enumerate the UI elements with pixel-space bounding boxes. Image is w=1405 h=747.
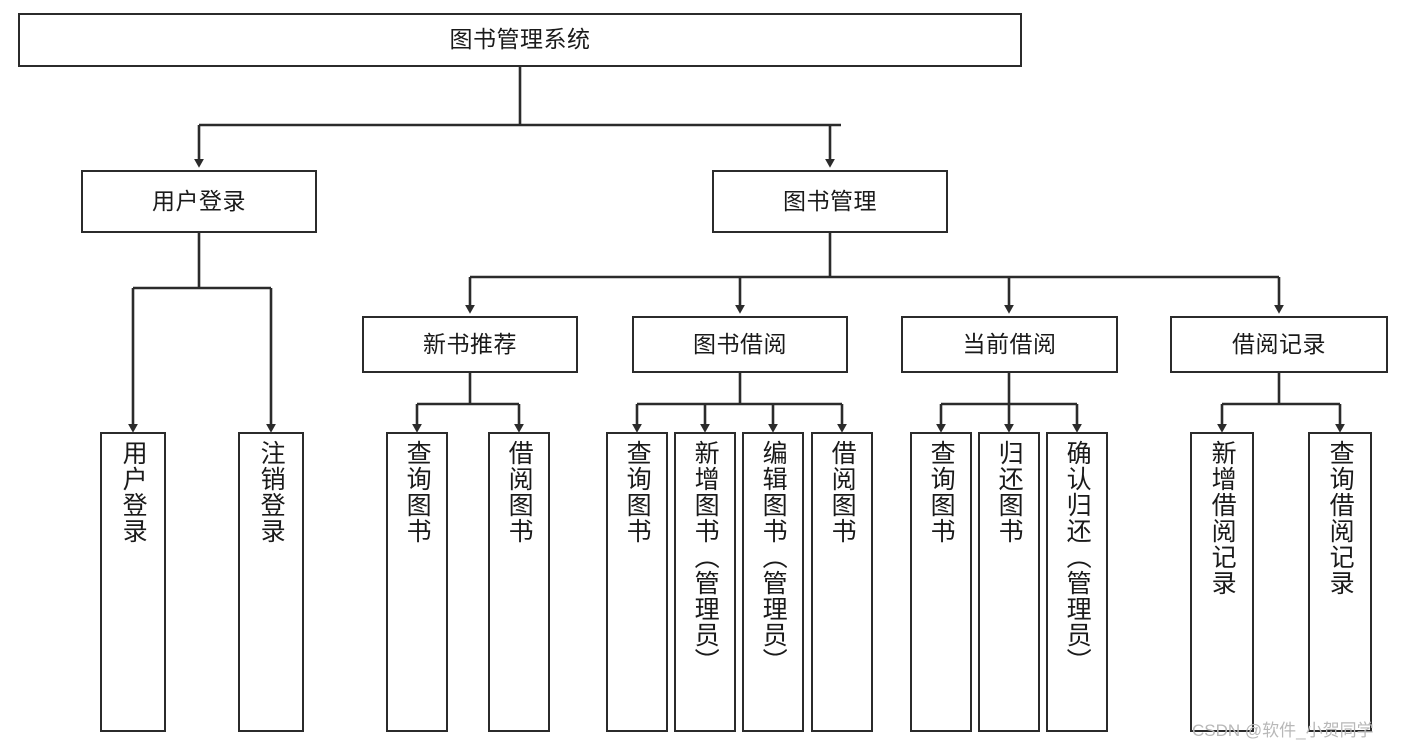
node-leaf-query-record-label: 查询借阅记录 bbox=[1326, 440, 1355, 596]
node-leaf-query-book-2[interactable]: 查询图书 bbox=[606, 432, 668, 732]
node-leaf-query-book-3[interactable]: 查询图书 bbox=[910, 432, 972, 732]
node-leaf-user-logout-label: 注销登录 bbox=[257, 440, 286, 544]
node-new-book-recommend[interactable]: 新书推荐 bbox=[362, 316, 578, 373]
node-leaf-query-book-2-label: 查询图书 bbox=[623, 440, 652, 544]
node-leaf-return-book[interactable]: 归还图书 bbox=[978, 432, 1040, 732]
node-new-book-recommend-label: 新书推荐 bbox=[423, 330, 517, 357]
node-borrow-record-label: 借阅记录 bbox=[1232, 330, 1326, 357]
csdn-watermark: CSDN @软件_小贺同学 bbox=[1192, 721, 1374, 740]
node-current-borrow[interactable]: 当前借阅 bbox=[901, 316, 1118, 373]
node-root-label: 图书管理系统 bbox=[449, 26, 591, 53]
node-leaf-query-book-3-label: 查询图书 bbox=[927, 440, 956, 544]
node-leaf-user-login-label: 用户登录 bbox=[119, 440, 148, 544]
node-leaf-confirm-return[interactable]: 确认归还（管理员） bbox=[1046, 432, 1108, 732]
node-user-login[interactable]: 用户登录 bbox=[81, 170, 317, 233]
node-leaf-borrow-book-1-label: 借阅图书 bbox=[505, 440, 534, 544]
node-book-management[interactable]: 图书管理 bbox=[712, 170, 948, 233]
node-current-borrow-label: 当前借阅 bbox=[962, 330, 1057, 357]
node-leaf-user-login[interactable]: 用户登录 bbox=[100, 432, 166, 732]
node-root[interactable]: 图书管理系统 bbox=[18, 13, 1022, 67]
node-borrow-record[interactable]: 借阅记录 bbox=[1170, 316, 1388, 373]
node-leaf-add-book-label: 新增图书（管理员） bbox=[691, 440, 720, 674]
node-book-management-label: 图书管理 bbox=[783, 187, 877, 214]
node-leaf-query-record[interactable]: 查询借阅记录 bbox=[1308, 432, 1372, 732]
node-leaf-borrow-book-2-label: 借阅图书 bbox=[828, 440, 857, 544]
node-leaf-query-book-1-label: 查询图书 bbox=[403, 440, 432, 544]
node-leaf-edit-book[interactable]: 编辑图书（管理员） bbox=[742, 432, 804, 732]
node-leaf-edit-book-label: 编辑图书（管理员） bbox=[759, 440, 788, 674]
node-leaf-add-book[interactable]: 新增图书（管理员） bbox=[674, 432, 736, 732]
node-leaf-user-logout[interactable]: 注销登录 bbox=[238, 432, 304, 732]
node-book-borrow[interactable]: 图书借阅 bbox=[632, 316, 848, 373]
node-leaf-borrow-book-1[interactable]: 借阅图书 bbox=[488, 432, 550, 732]
node-leaf-confirm-return-label: 确认归还（管理员） bbox=[1063, 440, 1092, 674]
node-leaf-add-record-label: 新增借阅记录 bbox=[1208, 440, 1237, 596]
node-user-login-label: 用户登录 bbox=[152, 187, 246, 214]
node-leaf-query-book-1[interactable]: 查询图书 bbox=[386, 432, 448, 732]
node-leaf-add-record[interactable]: 新增借阅记录 bbox=[1190, 432, 1254, 732]
node-leaf-return-book-label: 归还图书 bbox=[995, 440, 1024, 544]
node-book-borrow-label: 图书借阅 bbox=[693, 330, 787, 357]
node-leaf-borrow-book-2[interactable]: 借阅图书 bbox=[811, 432, 873, 732]
